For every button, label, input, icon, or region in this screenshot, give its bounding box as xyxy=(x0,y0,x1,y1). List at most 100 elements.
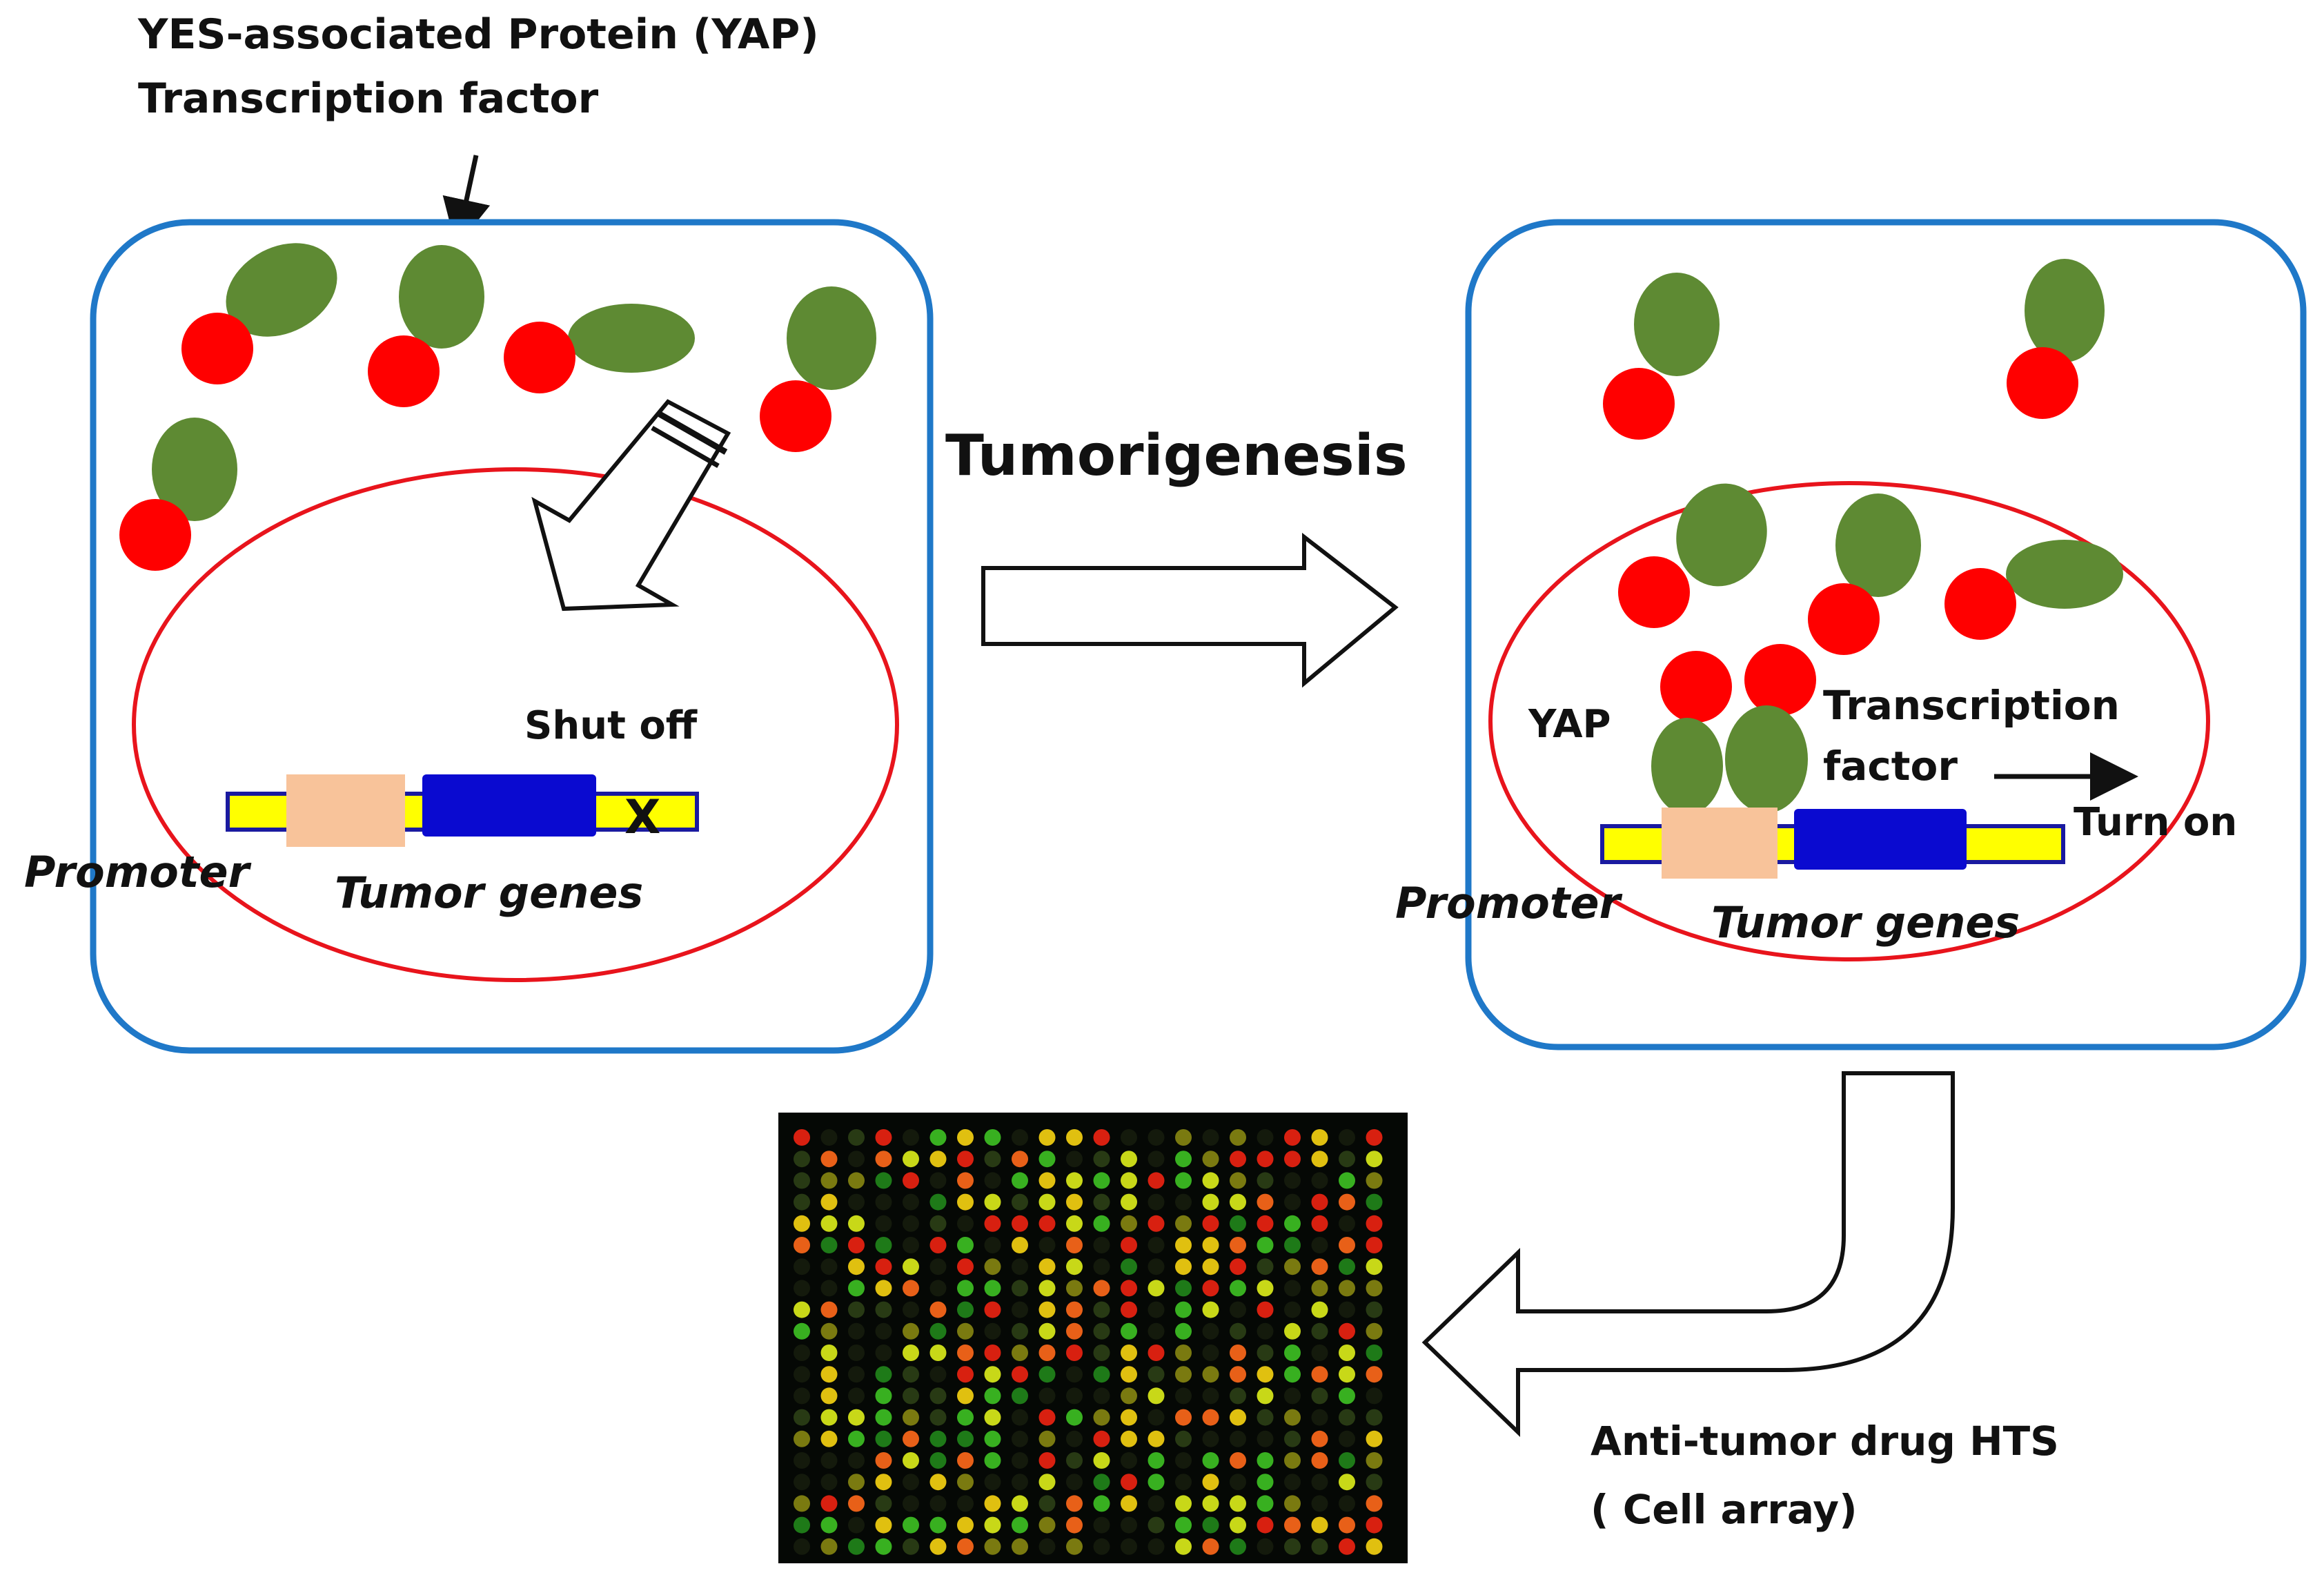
array-spot xyxy=(1257,1215,1274,1232)
array-spot xyxy=(820,1215,838,1232)
array-spot xyxy=(1339,1345,1355,1361)
array-spot xyxy=(903,1430,919,1447)
array-spot xyxy=(794,1215,810,1232)
array-spot xyxy=(875,1172,892,1189)
array-spot xyxy=(1284,1215,1301,1232)
array-spot xyxy=(1230,1172,1246,1189)
array-spot xyxy=(1121,1280,1137,1297)
array-spot xyxy=(1093,1452,1110,1469)
array-spot xyxy=(1311,1258,1328,1275)
array-spot xyxy=(1311,1538,1328,1555)
array-spot xyxy=(1121,1345,1137,1361)
array-spot xyxy=(929,1129,947,1146)
array-spot xyxy=(1038,1474,1056,1491)
array-spot xyxy=(1257,1366,1274,1383)
array-spot xyxy=(1230,1430,1246,1447)
result-arrow-icon xyxy=(1421,1071,1955,1438)
array-spot xyxy=(875,1366,892,1383)
array-spot xyxy=(1202,1280,1219,1297)
array-spot xyxy=(1121,1301,1137,1318)
array-spot xyxy=(957,1366,974,1383)
array-spot xyxy=(957,1129,974,1146)
array-spot xyxy=(848,1516,865,1534)
array-spot xyxy=(1175,1345,1192,1361)
array-spot xyxy=(903,1452,919,1469)
array-spot xyxy=(875,1215,892,1232)
array-spot xyxy=(1284,1322,1301,1340)
array-spot xyxy=(1012,1495,1028,1512)
array-spot xyxy=(1093,1409,1110,1426)
tumor-cell: YAP Transcription factor Turn on Promote… xyxy=(1395,219,2307,1050)
array-spot xyxy=(929,1237,947,1253)
normal-cell: Shut off X Promoter Tumor genes xyxy=(24,219,934,1054)
array-spot xyxy=(1311,1172,1328,1189)
array-spot xyxy=(957,1345,974,1361)
array-spot xyxy=(875,1301,892,1318)
array-spot xyxy=(1038,1237,1056,1253)
yap-protein xyxy=(787,286,876,390)
array-spot xyxy=(957,1280,974,1297)
array-spot xyxy=(984,1129,1001,1146)
array-spot xyxy=(1366,1258,1383,1275)
array-spot xyxy=(903,1215,919,1232)
array-spot xyxy=(1284,1387,1301,1405)
tf-protein xyxy=(2007,347,2078,419)
array-spot xyxy=(848,1366,865,1383)
array-spot xyxy=(1066,1172,1083,1189)
array-spot xyxy=(1366,1237,1383,1253)
array-spot xyxy=(1148,1237,1165,1253)
array-spot xyxy=(820,1538,838,1555)
array-spot xyxy=(1366,1322,1383,1340)
yap-protein xyxy=(1676,483,1767,587)
array-spot xyxy=(848,1129,865,1146)
array-spot xyxy=(1066,1237,1083,1253)
array-spot xyxy=(1311,1129,1328,1146)
array-spot xyxy=(1257,1280,1274,1297)
array-spot xyxy=(929,1151,947,1168)
array-spot xyxy=(1284,1452,1301,1469)
array-spot xyxy=(794,1322,810,1340)
array-spot xyxy=(1202,1495,1219,1512)
array-spot xyxy=(1175,1258,1192,1275)
array-spot xyxy=(1311,1387,1328,1405)
array-spot xyxy=(1257,1193,1274,1211)
array-spot xyxy=(957,1409,974,1426)
array-spot xyxy=(875,1193,892,1211)
array-spot xyxy=(1093,1538,1110,1555)
array-spot xyxy=(957,1452,974,1469)
array-spot xyxy=(1339,1409,1355,1426)
nucleus-left xyxy=(132,467,899,982)
tf-protein xyxy=(119,499,191,571)
array-spot xyxy=(1230,1301,1246,1318)
array-spot xyxy=(1148,1538,1165,1555)
array-spot xyxy=(820,1495,838,1512)
array-spot xyxy=(929,1516,947,1534)
array-spot xyxy=(1230,1258,1246,1275)
array-spot xyxy=(1339,1366,1355,1383)
array-spot xyxy=(820,1366,838,1383)
array-spot xyxy=(1175,1366,1192,1383)
array-spot xyxy=(1311,1516,1328,1534)
yap-protein xyxy=(568,304,695,373)
array-spot xyxy=(1121,1495,1137,1512)
array-spot xyxy=(1012,1474,1028,1491)
array-spot xyxy=(1066,1430,1083,1447)
array-spot xyxy=(903,1322,919,1340)
array-spot xyxy=(984,1538,1001,1555)
array-spot xyxy=(1284,1495,1301,1512)
array-spot xyxy=(875,1129,892,1146)
array-spot xyxy=(794,1387,810,1405)
array-spot xyxy=(794,1129,810,1146)
array-spot xyxy=(848,1193,865,1211)
array-spot xyxy=(1284,1151,1301,1168)
array-spot xyxy=(1257,1409,1274,1426)
array-spot xyxy=(1066,1452,1083,1469)
array-spot xyxy=(1093,1387,1110,1405)
array-spot xyxy=(1066,1345,1083,1361)
yap-protein xyxy=(1835,493,1921,597)
array-spot xyxy=(1148,1129,1165,1146)
tf-protein xyxy=(368,335,440,407)
array-spot xyxy=(957,1172,974,1189)
array-spot xyxy=(1202,1452,1219,1469)
array-spot xyxy=(1038,1452,1056,1469)
